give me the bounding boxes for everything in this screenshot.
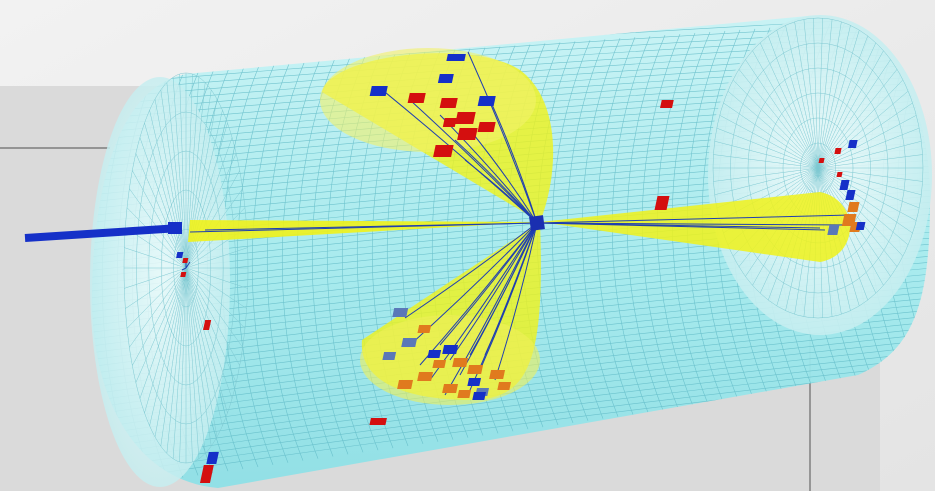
tracks [181,51,851,396]
calorimeter-cell [477,96,496,106]
calorimeter-cell [477,122,496,132]
calorimeter-cell [497,382,512,390]
calorimeter-cell [847,202,860,212]
calorimeter-cell [433,145,454,157]
calorimeter-cell [457,128,478,140]
calorimeter-cell [845,190,856,200]
calorimeter-cell [432,360,447,368]
calorimeter-cell [446,54,466,61]
calorimeter-cell [654,196,670,210]
calorimeter-cell [417,325,432,333]
calorimeter-cell [401,338,418,347]
calorimeter-cell [176,252,184,258]
calorimeter-cell [457,390,472,398]
calorimeter-cell [382,352,397,360]
calorimeter-cell [442,118,457,127]
calorimeter-cell [452,358,469,367]
calorimeter-cell [467,365,484,374]
calorimeter-cell [182,258,189,263]
calorimeter-cell [442,345,459,354]
calorimeter-cell [427,350,442,358]
calorimeter-cell [855,222,866,230]
calorimeter-cell [455,112,476,124]
calorimeter-cell [417,372,434,381]
calorimeter-cell [392,308,409,317]
calorimeter-cell [397,380,414,389]
calorimeter-cell [660,100,674,108]
calorimeter-cell [407,93,426,103]
calorimeter-cell [467,378,482,386]
calorimeter-cell [437,74,454,83]
primary-vertex [529,215,545,231]
calorimeter-cell [839,180,850,190]
calorimeter-cell [489,370,506,379]
calorimeter-hits [176,54,866,483]
muon-track-left [24,222,182,242]
calorimeter-cell [369,86,388,96]
calorimeter-cell [442,384,459,393]
endcap-left [90,72,249,487]
calorimeter-cell [180,272,187,277]
calorimeter-cell [827,225,840,235]
calorimeter-cell [834,148,842,154]
endcap-right [708,15,932,335]
calorimeter-cell [472,392,486,400]
calorimeter-cell [439,98,458,108]
calorimeter-cell [847,140,858,148]
calorimeter-cell [836,172,843,177]
calorimeter-cell [818,158,825,163]
calorimeter-cell [203,320,212,330]
calorimeter-cell [369,418,387,425]
calorimeter-cell [206,452,219,464]
calorimeter-cell [199,465,214,483]
